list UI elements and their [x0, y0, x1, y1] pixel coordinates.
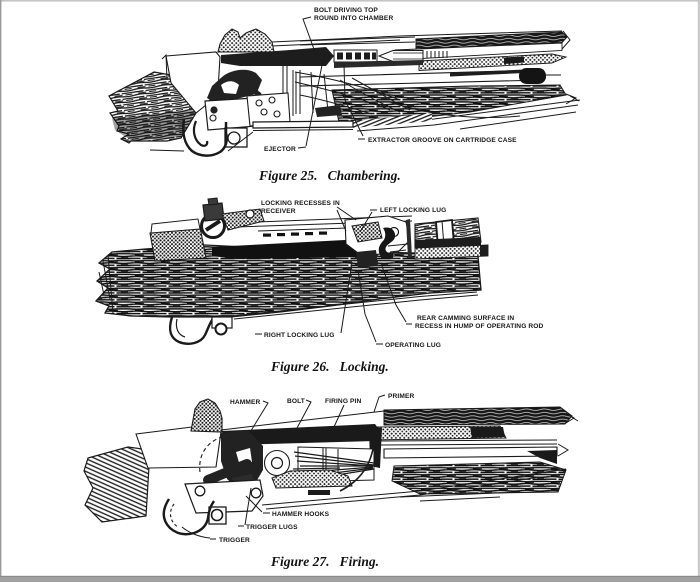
svg-text:Figure 26. Locking.: Figure 26. Locking.	[270, 359, 389, 374]
svg-text:LOCKING RECESSES IN: LOCKING RECESSES IN	[261, 200, 340, 207]
svg-text:RECESS IN HUMP OF OPERATING RO: RECESS IN HUMP OF OPERATING ROD	[415, 323, 544, 330]
svg-text:EXTRACTOR GROOVE ON CARTRIDGE: EXTRACTOR GROOVE ON CARTRIDGE CASE	[368, 137, 517, 144]
svg-text:EJECTOR: EJECTOR	[264, 146, 296, 153]
svg-text:PRIMER: PRIMER	[388, 393, 414, 400]
svg-text:REAR CAMMING SURFACE IN: REAR CAMMING SURFACE IN	[417, 315, 514, 322]
svg-text:ROUND INTO CHAMBER: ROUND INTO CHAMBER	[314, 15, 393, 22]
svg-text:Figure 27. Firing.: Figure 27. Firing.	[270, 554, 379, 569]
svg-text:HAMMER: HAMMER	[230, 399, 261, 406]
svg-text:FIRING PIN: FIRING PIN	[325, 398, 361, 405]
svg-text:BOLT DRIVING TOP: BOLT DRIVING TOP	[314, 7, 378, 14]
svg-text:Figure 25. Chambering.: Figure 25. Chambering.	[258, 168, 401, 183]
svg-text:RECEIVER: RECEIVER	[261, 208, 296, 215]
svg-text:HAMMER HOOKS: HAMMER HOOKS	[272, 511, 330, 518]
svg-text:BOLT: BOLT	[287, 398, 305, 405]
svg-text:TRIGGER LUGS: TRIGGER LUGS	[246, 524, 298, 531]
svg-text:OPERATING LUG: OPERATING LUG	[385, 342, 441, 349]
svg-text:TRIGGER: TRIGGER	[219, 537, 250, 544]
svg-text:LEFT LOCKING LUG: LEFT LOCKING LUG	[380, 207, 446, 214]
svg-text:RIGHT LOCKING LUG: RIGHT LOCKING LUG	[264, 332, 335, 339]
